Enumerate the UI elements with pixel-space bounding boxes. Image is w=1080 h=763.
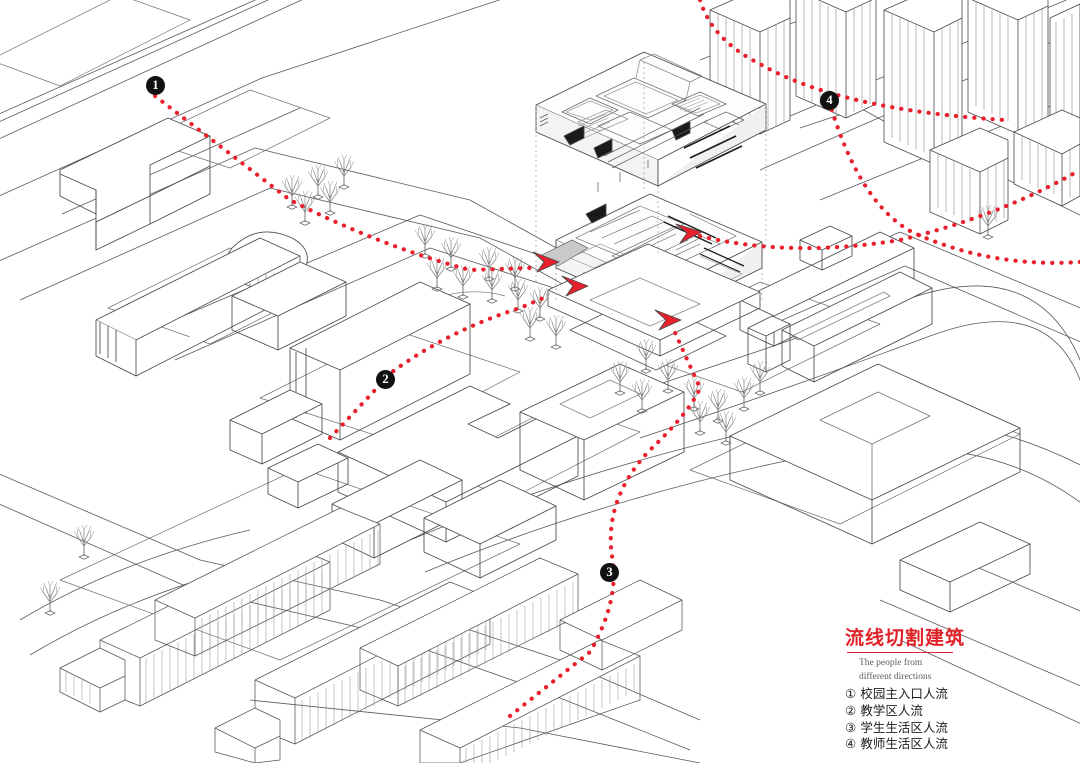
legend-title: 流线切割建筑 <box>845 628 966 649</box>
circulation-flow-lines <box>152 0 1080 719</box>
flow-line-4 <box>827 101 1080 265</box>
plan-direction-glyph <box>585 203 607 224</box>
right-bar-buildings <box>729 225 1031 613</box>
flow-line-4b <box>697 0 1008 123</box>
legend-item: ② 教学区人流 <box>845 703 1073 720</box>
flow-marker-4[interactable]: 4 <box>820 91 839 110</box>
flow-marker-2[interactable]: 2 <box>376 370 395 389</box>
legend-item: ③ 学生生活区人流 <box>845 720 1073 737</box>
legend-item-label: 教学区人流 <box>860 704 923 718</box>
flow-line-2 <box>327 293 551 441</box>
context-buildings <box>59 117 727 579</box>
building-site-base <box>547 243 761 357</box>
legend-panel: 流线切割建筑 The people from different directi… <box>845 628 1073 753</box>
flow-line-4c <box>697 167 1080 251</box>
legend-subtitle-line-1: The people from <box>859 657 923 668</box>
legend-item-number: ① <box>845 687 857 702</box>
legend-item-label: 校园主入口人流 <box>860 687 948 702</box>
residential-slab-blocks <box>59 507 683 763</box>
exploded-roof-plate <box>535 51 767 192</box>
legend-subtitle-line-2: different directions <box>859 671 932 682</box>
flow-marker-3[interactable]: 3 <box>600 563 619 582</box>
legend-item-number: ③ <box>845 720 857 735</box>
flow-line-1 <box>152 93 533 273</box>
legend-item-label: 教师生活区人流 <box>860 737 948 752</box>
legend-item-list: ① 校园主入口人流 ② 教学区人流 ③ 学生生活区人流 ④ 教师生活区人流 <box>845 686 1073 753</box>
legend-divider <box>847 651 953 653</box>
legend-item-number: ④ <box>845 737 857 752</box>
entry-arrows <box>532 223 703 331</box>
flow-line-3 <box>507 323 703 719</box>
legend-item: ④ 教师生活区人流 <box>845 736 1073 753</box>
legend-item-number: ② <box>845 704 857 718</box>
explosion-reference-lines <box>535 52 767 300</box>
legend-item-label: 学生生活区人流 <box>860 720 948 735</box>
flow-marker-1[interactable]: 1 <box>146 76 165 95</box>
legend-item: ① 校园主入口人流 <box>845 686 1073 703</box>
